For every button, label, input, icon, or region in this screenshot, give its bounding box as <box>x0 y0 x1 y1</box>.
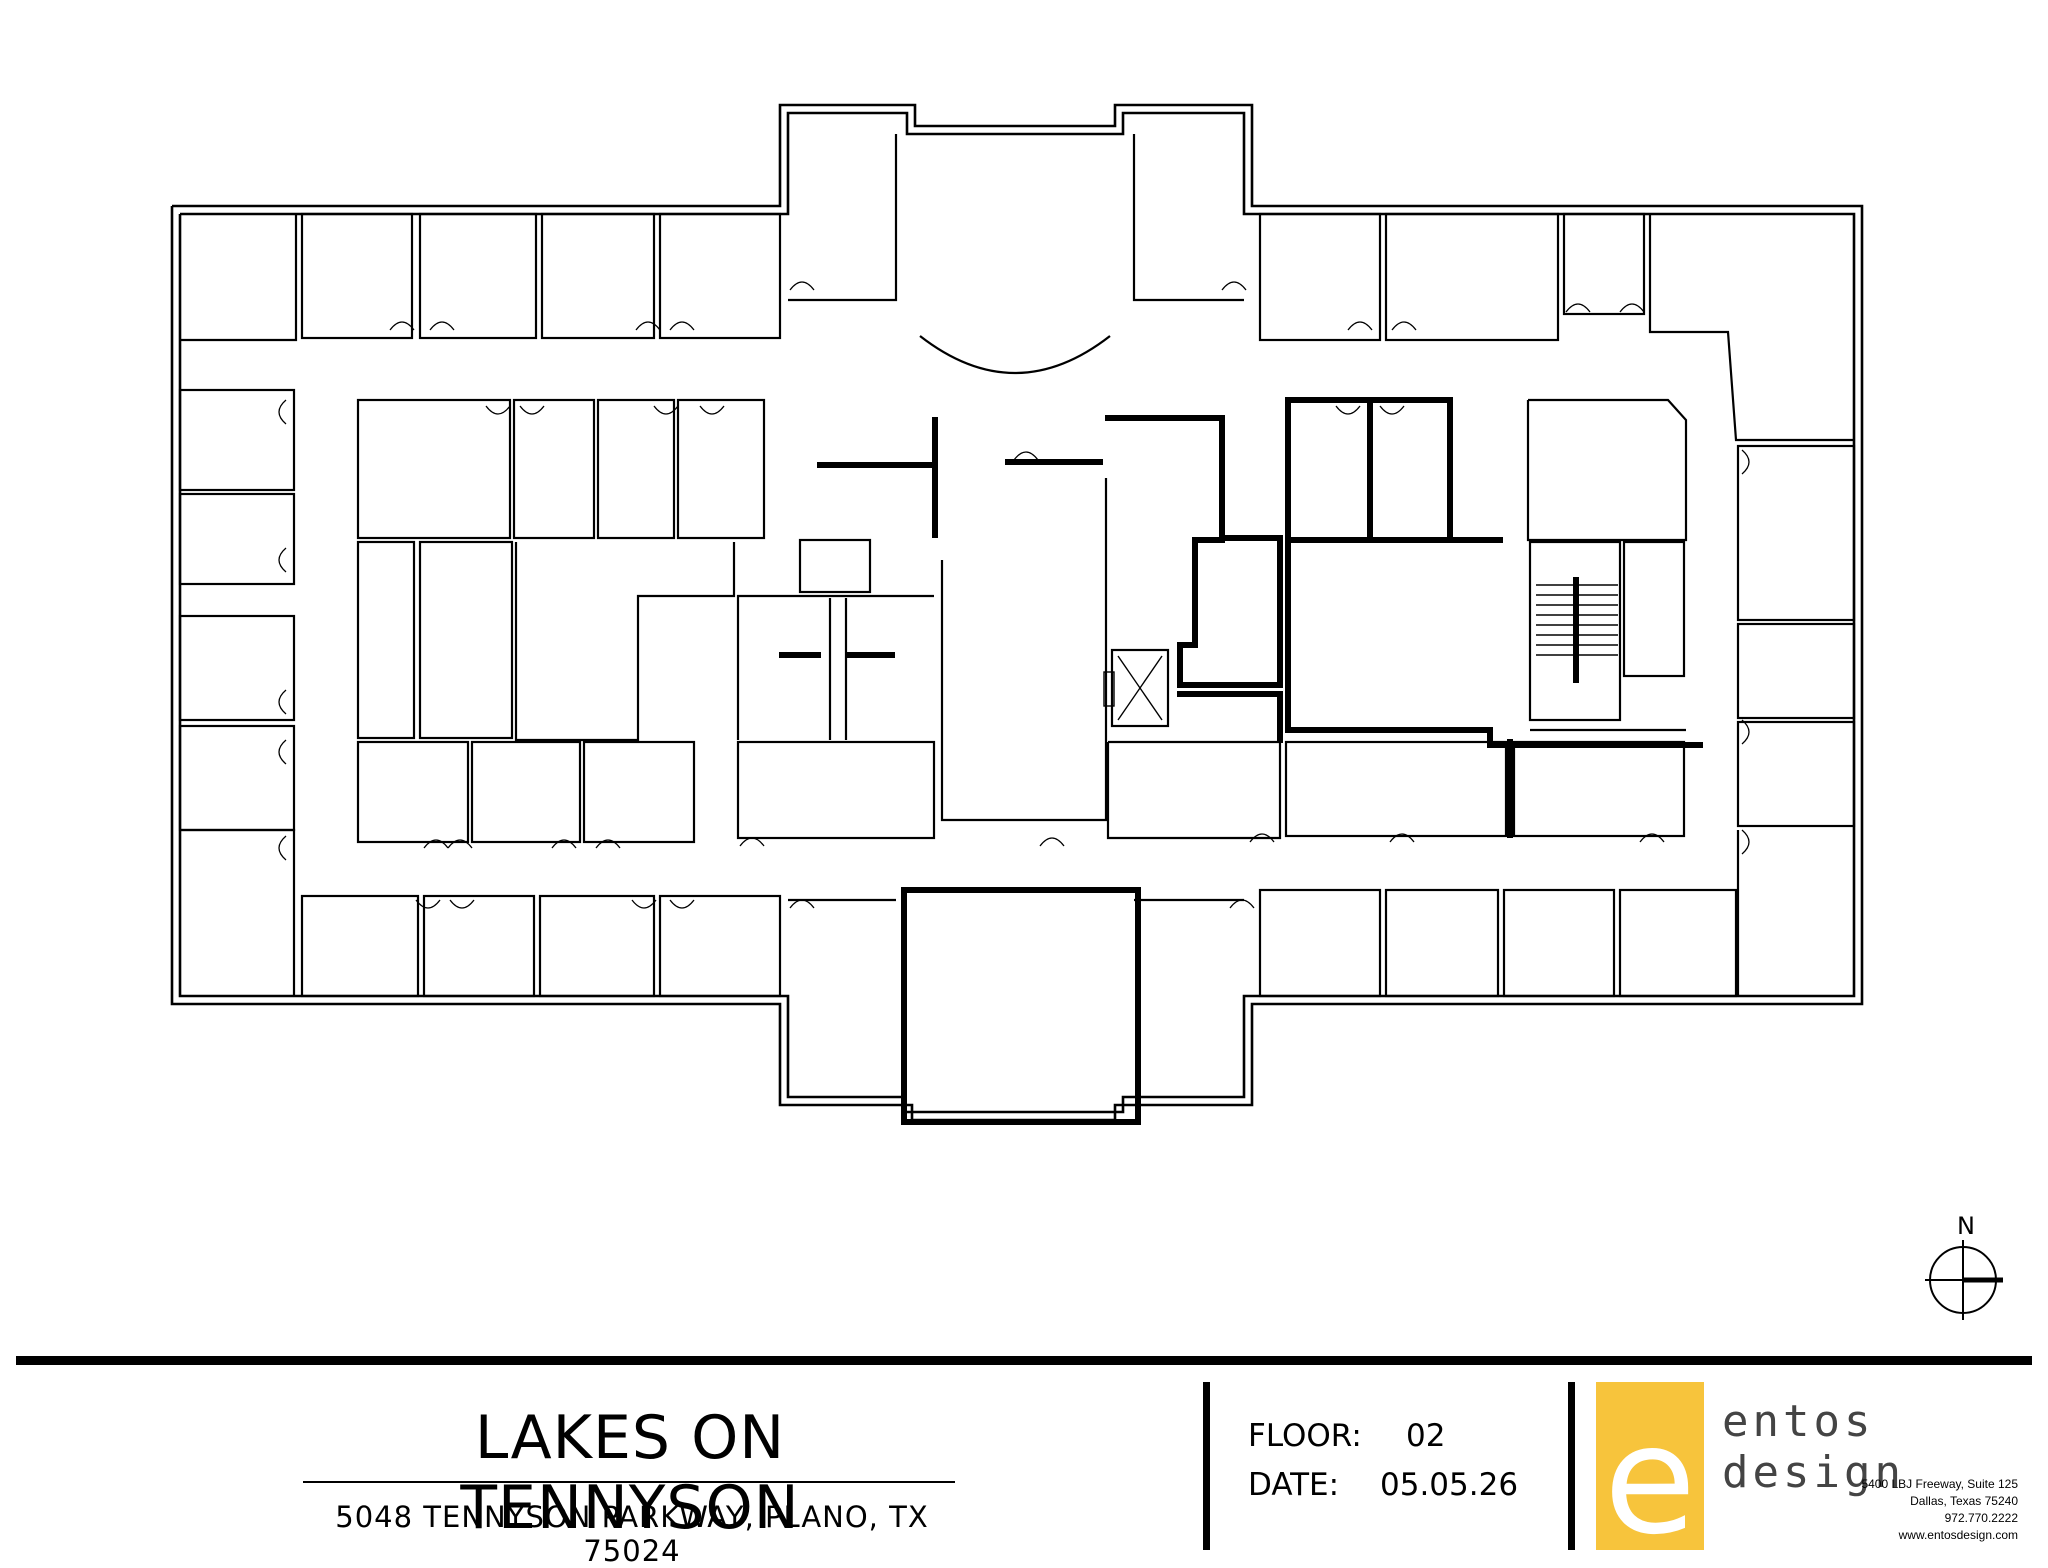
firm-name: entos design <box>1722 1396 1905 1498</box>
title-block-divider <box>1203 1382 1210 1550</box>
firm-phone: 972.770.2222 <box>1944 1511 2018 1525</box>
firm-address: 5400 LBJ Freeway, Suite 125 Dallas, Texa… <box>1861 1476 2018 1544</box>
door-swings <box>278 281 1750 909</box>
building-envelope <box>170 103 1864 1122</box>
date-label: DATE: <box>1248 1467 1340 1503</box>
title-underline <box>303 1481 955 1483</box>
firm-address-line: 5400 LBJ Freeway, Suite 125 <box>1861 1477 2018 1491</box>
floor-value: 02 <box>1406 1418 1446 1454</box>
date-value: 05.05.26 <box>1380 1467 1519 1503</box>
north-arrow-icon <box>1925 1240 2003 1320</box>
floor-label: FLOOR: <box>1248 1418 1362 1454</box>
firm-address-line: Dallas, Texas 75240 <box>1910 1494 2018 1508</box>
logo-letter: e <box>1604 1394 1696 1550</box>
perimeter-offices <box>178 134 1856 998</box>
title-block-rule <box>16 1356 2032 1365</box>
project-address: 5048 TENNYSON PARKWAY, PLANO, TX 75024 <box>335 1500 929 1568</box>
project-title: LAKES ON TENNYSON <box>460 1403 800 1543</box>
firm-website[interactable]: www.entosdesign.com <box>1898 1528 2018 1542</box>
interior-right-block <box>940 398 1688 840</box>
core-bold-walls <box>817 397 1703 1125</box>
north-label: N <box>1957 1212 1975 1240</box>
interior-left-block <box>356 398 936 844</box>
entos-logo-icon: e <box>1596 1382 1704 1550</box>
logo-divider <box>1568 1382 1575 1550</box>
stair-icon <box>1536 577 1618 683</box>
